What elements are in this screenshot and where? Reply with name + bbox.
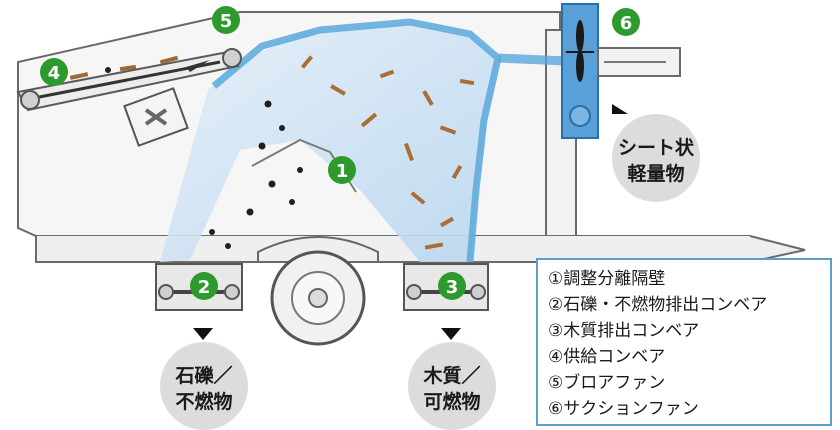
legend-item-feed-conveyor: ④供給コンベア [548,347,666,367]
marker-6: 6 [620,13,633,34]
legend-item-partition: ①調整分離隔壁 [548,269,666,289]
marker-4-circle [40,58,68,86]
sheet-output-circle [612,114,700,202]
suction-fan [561,3,599,139]
legend-item-stone-conveyor: ②石礫・不燃物排出コンベア [548,295,768,315]
stones [193,100,303,271]
wood-output-circle [408,342,496,430]
marker-5-circle [212,6,240,34]
exhaust-duct [597,47,681,77]
legend-item-blower-fan: ⑤ブロアファン [548,373,666,393]
legend-item-wood-conveyor: ③木質排出コンベア [548,321,700,341]
sheet-output-label-line2: 軽量物 [627,162,684,185]
air-flow-region [160,24,500,262]
blower-fan [123,87,189,147]
stones-output-circle [160,342,248,430]
feed-conveyor [16,48,242,112]
marker-3: 3 [446,277,459,298]
wood-output-arrow [441,328,461,340]
wood-discharge-conveyor [403,263,489,311]
marker-6-circle [612,8,640,36]
stones-output-arrow [193,328,213,340]
marker-1: 1 [336,161,349,182]
legend-item-suction-fan: ⑥サクションファン [548,399,699,419]
marker-2-circle [190,272,218,300]
wood-output-label-line1: 木質／ [422,364,480,387]
marker-4: 4 [48,63,61,84]
stones-output-label-line2: 不燃物 [175,390,232,413]
stones-output-label-line1: 石礫／ [174,364,232,387]
wood-chips [300,55,475,250]
air-flow-stream [211,18,502,263]
sheet-output-arrow [612,104,628,114]
marker-2: 2 [198,277,211,298]
legend-box: ①調整分離隔壁 ②石礫・不燃物排出コンベア ③木質排出コンベア ④供給コンベア … [536,258,832,426]
marker-3-circle [438,272,466,300]
marker-1-circle [328,156,356,184]
wheel [257,236,379,346]
marker-5: 5 [220,11,233,32]
wood-output-label-line2: 可燃物 [423,390,480,413]
sheet-output-label-line1: シート状 [618,136,695,159]
